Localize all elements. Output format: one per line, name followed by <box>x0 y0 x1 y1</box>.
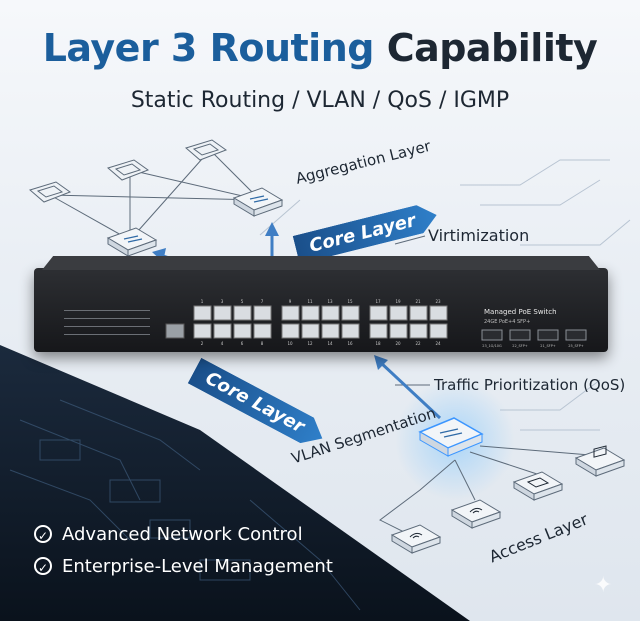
rj45-port <box>301 323 320 339</box>
rj45-port <box>233 323 252 339</box>
switch-top-panel <box>42 256 600 270</box>
port-number-label: 15 <box>347 299 353 304</box>
rj45-port <box>193 305 212 321</box>
sfp-label: 25_SFP+ <box>568 344 584 348</box>
port-number-label: 8 <box>261 341 264 346</box>
rj45-port <box>301 305 320 321</box>
wifi-router-icon <box>450 499 502 529</box>
port-number-label: 9 <box>289 299 292 304</box>
label-leader-lines <box>394 235 430 386</box>
rj45-port <box>341 323 360 339</box>
rj45-port <box>429 305 448 321</box>
rj45-port <box>389 323 408 339</box>
rj45-port <box>321 323 340 339</box>
feature-item: ✓ Advanced Network Control <box>34 518 333 550</box>
port-number-label: 4 <box>221 341 224 346</box>
switch-model-label: Managed PoE Switch <box>484 308 557 316</box>
port-number-label: 10 <box>287 341 293 346</box>
sfp-port <box>509 329 531 341</box>
title-main: Capability <box>386 26 598 70</box>
sfp-label: 23_1G/10G <box>482 344 502 348</box>
check-circle-icon: ✓ <box>34 557 52 575</box>
sfp-label: 22_SFP+ <box>512 344 528 348</box>
circuit-lines <box>9 399 361 611</box>
wifi-router-icon <box>390 524 442 554</box>
check-circle-icon: ✓ <box>34 525 52 543</box>
port-number-label: 2 <box>201 341 204 346</box>
circuit-floor <box>0 345 470 621</box>
port-number-label: 21 <box>415 299 421 304</box>
bg-connector-lines <box>259 159 631 431</box>
rj45-port <box>213 323 232 339</box>
rj45-port <box>369 323 388 339</box>
rj45-port <box>341 305 360 321</box>
port-number-label: 7 <box>261 299 264 304</box>
monitor-icon <box>28 181 72 203</box>
rj45-port <box>389 305 408 321</box>
monitor-icon <box>574 445 626 477</box>
port-number-label: 19 <box>395 299 401 304</box>
port-number-label: 24 <box>435 341 441 346</box>
port-number-label: 17 <box>375 299 381 304</box>
title-accent: Layer 3 Routing <box>42 26 375 70</box>
rj45-port <box>321 305 340 321</box>
sfp-label: 21_SFP+ <box>540 344 556 348</box>
port-number-label: 12 <box>307 341 313 346</box>
sfp-port <box>481 329 503 341</box>
feature-text: Enterprise-Level Management <box>62 555 333 577</box>
rj45-port <box>253 323 272 339</box>
monitor-icon <box>106 159 150 181</box>
port-number-label: 6 <box>241 341 244 346</box>
switch-node-icon <box>232 187 284 217</box>
rj45-port <box>193 323 212 339</box>
rj45-port <box>213 305 232 321</box>
status-leds <box>64 310 150 335</box>
port-number-label: 18 <box>375 341 381 346</box>
page-title: Layer 3 Routing Capability <box>0 26 640 70</box>
port-number-label: 3 <box>221 299 224 304</box>
console-port <box>165 323 185 339</box>
port-number-label: 22 <box>415 341 421 346</box>
feature-item: ✓ Enterprise-Level Management <box>34 550 333 582</box>
rj45-port <box>409 305 428 321</box>
switch-node-icon <box>418 417 484 457</box>
access-links <box>379 445 591 541</box>
feature-text: Advanced Network Control <box>62 523 303 545</box>
traffic-prioritization-label: Traffic Prioritization (QoS) <box>434 376 626 394</box>
virtualization-label: Virtimization <box>428 226 530 245</box>
aggregation-links <box>49 149 261 241</box>
monitor-icon <box>184 139 228 161</box>
monitor-icon <box>512 471 564 501</box>
feature-list: ✓ Advanced Network Control ✓ Enterprise-… <box>34 518 333 582</box>
port-number-label: 13 <box>327 299 333 304</box>
sfp-ports: 23_1G/10G 22_SFP+ 21_SFP+ 25_SFP+ <box>481 329 587 348</box>
switch-spec-label: 24GE PoE+4 SFP+ <box>484 319 531 325</box>
switch-front-panel: 123456789101112131415161718192021222324 … <box>64 299 587 348</box>
rj45-port <box>409 323 428 339</box>
port-number-label: 16 <box>347 341 353 346</box>
port-number-label: 14 <box>327 341 333 346</box>
switch-node-icon <box>106 227 158 257</box>
rj45-port <box>429 323 448 339</box>
port-number-label: 23 <box>435 299 441 304</box>
uplink-arrows <box>374 355 442 420</box>
rj45-port <box>233 305 252 321</box>
rj45-port <box>253 305 272 321</box>
port-number-label: 20 <box>395 341 401 346</box>
rj45-port <box>281 305 300 321</box>
port-number-label: 5 <box>241 299 244 304</box>
port-number-label: 11 <box>307 299 313 304</box>
rj45-port <box>281 323 300 339</box>
sparkle-icon: ✦ <box>594 572 613 597</box>
port-number-label: 1 <box>201 299 204 304</box>
page-subtitle: Static Routing / VLAN / QoS / IGMP <box>130 88 510 113</box>
sfp-port <box>537 329 559 341</box>
rj45-port <box>369 305 388 321</box>
sfp-port <box>565 329 587 341</box>
